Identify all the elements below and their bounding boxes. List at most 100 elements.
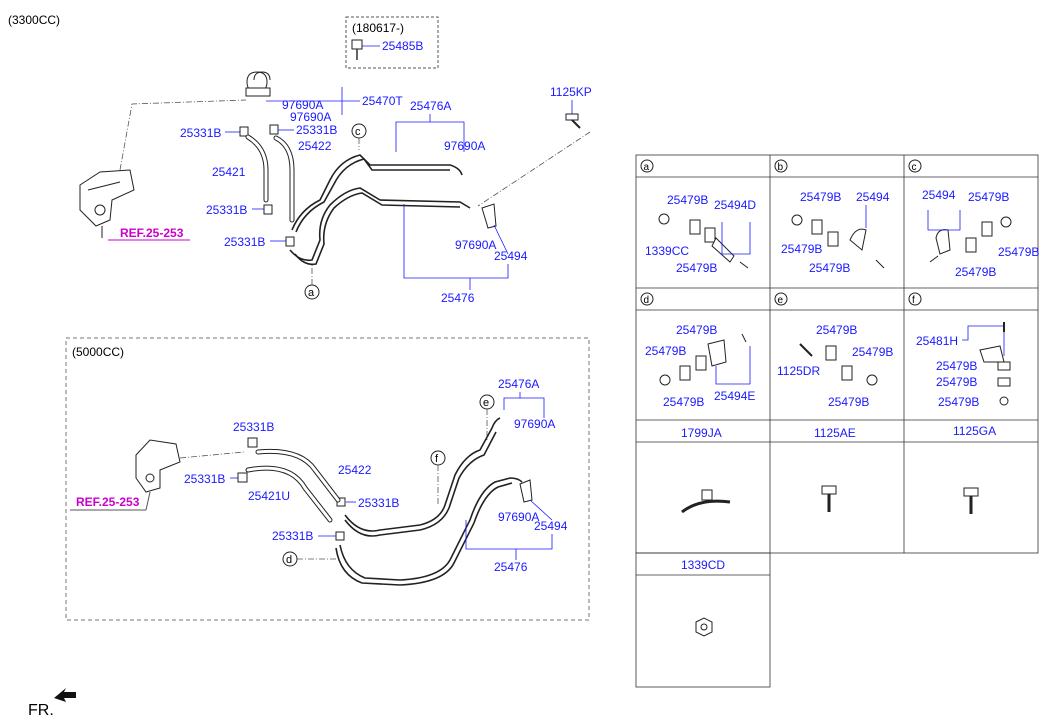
fastener-1799ja: 1799JA bbox=[681, 426, 722, 440]
label-97690a-1: 97690A bbox=[282, 98, 323, 112]
cooler-fitting-icon bbox=[245, 71, 271, 97]
plug-part-icon bbox=[351, 39, 363, 60]
label-25485b: 25485B bbox=[382, 39, 423, 53]
label-25331b-3: 25331B bbox=[206, 203, 247, 217]
label-25331b-4: 25331B bbox=[224, 235, 265, 249]
clamp-icon bbox=[239, 126, 249, 137]
label-97690a-4: 97690A bbox=[455, 238, 496, 252]
label-25331b-b4: 25331B bbox=[272, 529, 313, 543]
svg-text:25479B: 25479B bbox=[968, 190, 1009, 204]
svg-text:25479B: 25479B bbox=[816, 323, 857, 337]
svg-text:25479B: 25479B bbox=[676, 323, 717, 337]
clamp-icon bbox=[285, 236, 295, 247]
fastener-1125ae: 1125AE bbox=[814, 426, 856, 440]
svg-text:25494: 25494 bbox=[922, 188, 956, 202]
cell-a: 25479B 25494D 1339CC 25479B bbox=[645, 193, 756, 275]
svg-text:25479B: 25479B bbox=[852, 345, 893, 359]
svg-text:c: c bbox=[912, 162, 917, 173]
front-arrow-icon bbox=[54, 688, 76, 702]
clamp-icon bbox=[335, 531, 345, 541]
svg-text:25479B: 25479B bbox=[676, 261, 717, 275]
cell-b-header: b bbox=[774, 159, 788, 173]
hose-25422-bottom bbox=[255, 448, 341, 503]
label-25422-bottom: 25422 bbox=[338, 463, 372, 477]
label-25476-bottom: 25476 bbox=[494, 560, 528, 574]
svg-text:25481H: 25481H bbox=[916, 334, 958, 348]
label-25331b-b3: 25331B bbox=[358, 496, 399, 510]
section-title-3300cc: (3300CC) bbox=[8, 13, 60, 27]
section-title-5000cc: (5000CC) bbox=[72, 345, 124, 359]
svg-text:25494E: 25494E bbox=[714, 389, 755, 403]
label-97690a-2: 97690A bbox=[290, 110, 331, 124]
hose-25422 bbox=[273, 135, 295, 223]
svg-text:1125DR: 1125DR bbox=[777, 364, 820, 378]
label-25476a-top: 25476A bbox=[410, 99, 451, 113]
label-25494-top: 25494 bbox=[494, 249, 528, 263]
label-97690a-3: 97690A bbox=[444, 139, 485, 153]
direction-label: FR. bbox=[28, 702, 54, 719]
svg-text:25479B: 25479B bbox=[800, 190, 841, 204]
label-25422-top: 25422 bbox=[298, 139, 332, 153]
svg-text:25479B: 25479B bbox=[663, 395, 704, 409]
svg-text:25479B: 25479B bbox=[667, 193, 708, 207]
section-5000cc-frame bbox=[65, 337, 590, 621]
cell-d-header: d bbox=[640, 292, 654, 306]
clamp-icon bbox=[263, 204, 273, 215]
svg-text:e: e bbox=[778, 295, 784, 306]
svg-text:25479B: 25479B bbox=[936, 375, 977, 389]
ref-label-top[interactable]: REF.25-253 bbox=[120, 226, 184, 240]
svg-text:25479B: 25479B bbox=[781, 242, 822, 256]
cell-f-header: f bbox=[908, 292, 922, 306]
bolt-1125ga-icon bbox=[963, 487, 979, 514]
svg-text:25479B: 25479B bbox=[809, 261, 850, 275]
svg-text:25479B: 25479B bbox=[645, 344, 686, 358]
ref-module-icon bbox=[135, 439, 181, 493]
label-25470t: 25470T bbox=[362, 94, 403, 108]
bolt-1125ae-icon bbox=[821, 485, 837, 512]
bracket-icon bbox=[519, 479, 533, 503]
label-25494-bottom: 25494 bbox=[534, 519, 568, 533]
label-97690a-b2: 97690A bbox=[498, 510, 539, 524]
fastener-1339cd: 1339CD bbox=[681, 558, 725, 572]
label-25331b-1: 25331B bbox=[180, 126, 221, 140]
svg-text:25479B: 25479B bbox=[936, 359, 977, 373]
svg-text:f: f bbox=[435, 453, 439, 465]
tube-25476-bottom bbox=[335, 417, 523, 586]
svg-text:1339CC: 1339CC bbox=[645, 244, 689, 258]
svg-text:b: b bbox=[778, 162, 784, 173]
option-box bbox=[345, 16, 439, 69]
svg-text:25479B: 25479B bbox=[955, 265, 996, 279]
svg-text:d: d bbox=[286, 554, 292, 566]
cell-c: 25494 25479B 25479B 25479B bbox=[922, 188, 1039, 279]
svg-text:25494: 25494 bbox=[856, 190, 890, 204]
bolt-icon bbox=[565, 113, 581, 129]
nut-1339cd-icon bbox=[695, 617, 713, 637]
parts-table bbox=[635, 154, 1039, 688]
clamp-icon bbox=[237, 472, 248, 483]
hose-25421u bbox=[245, 465, 333, 523]
cell-a-header: a bbox=[640, 159, 654, 173]
cell-f: 25481H 25479B 25479B 25479B bbox=[916, 322, 1011, 409]
svg-text:25494D: 25494D bbox=[714, 198, 756, 212]
svg-text:25479B: 25479B bbox=[828, 395, 869, 409]
svg-text:25479B: 25479B bbox=[938, 395, 979, 409]
label-25331b-b1: 25331B bbox=[233, 420, 274, 434]
hose-25421 bbox=[245, 134, 269, 203]
cell-d: 25479B 25479B 25479B 25494E bbox=[645, 323, 755, 409]
label-25421u: 25421U bbox=[248, 489, 290, 503]
ref-label-bottom[interactable]: REF.25-253 bbox=[76, 495, 140, 509]
label-25476a-bottom: 25476A bbox=[498, 377, 539, 391]
label-25421: 25421 bbox=[212, 165, 246, 179]
svg-text:a: a bbox=[308, 287, 315, 299]
svg-text:c: c bbox=[355, 126, 361, 138]
label-1125kp: 1125KP bbox=[550, 85, 592, 99]
clamp-icon bbox=[269, 124, 279, 135]
svg-text:a: a bbox=[644, 162, 650, 173]
option-box-date: (180617-) bbox=[352, 21, 404, 35]
label-25476-top: 25476 bbox=[441, 291, 475, 305]
label-97690a-b1: 97690A bbox=[514, 417, 555, 431]
clamp-icon bbox=[247, 437, 258, 448]
tube-25476-top bbox=[289, 154, 471, 266]
bracket-icon bbox=[481, 203, 497, 229]
